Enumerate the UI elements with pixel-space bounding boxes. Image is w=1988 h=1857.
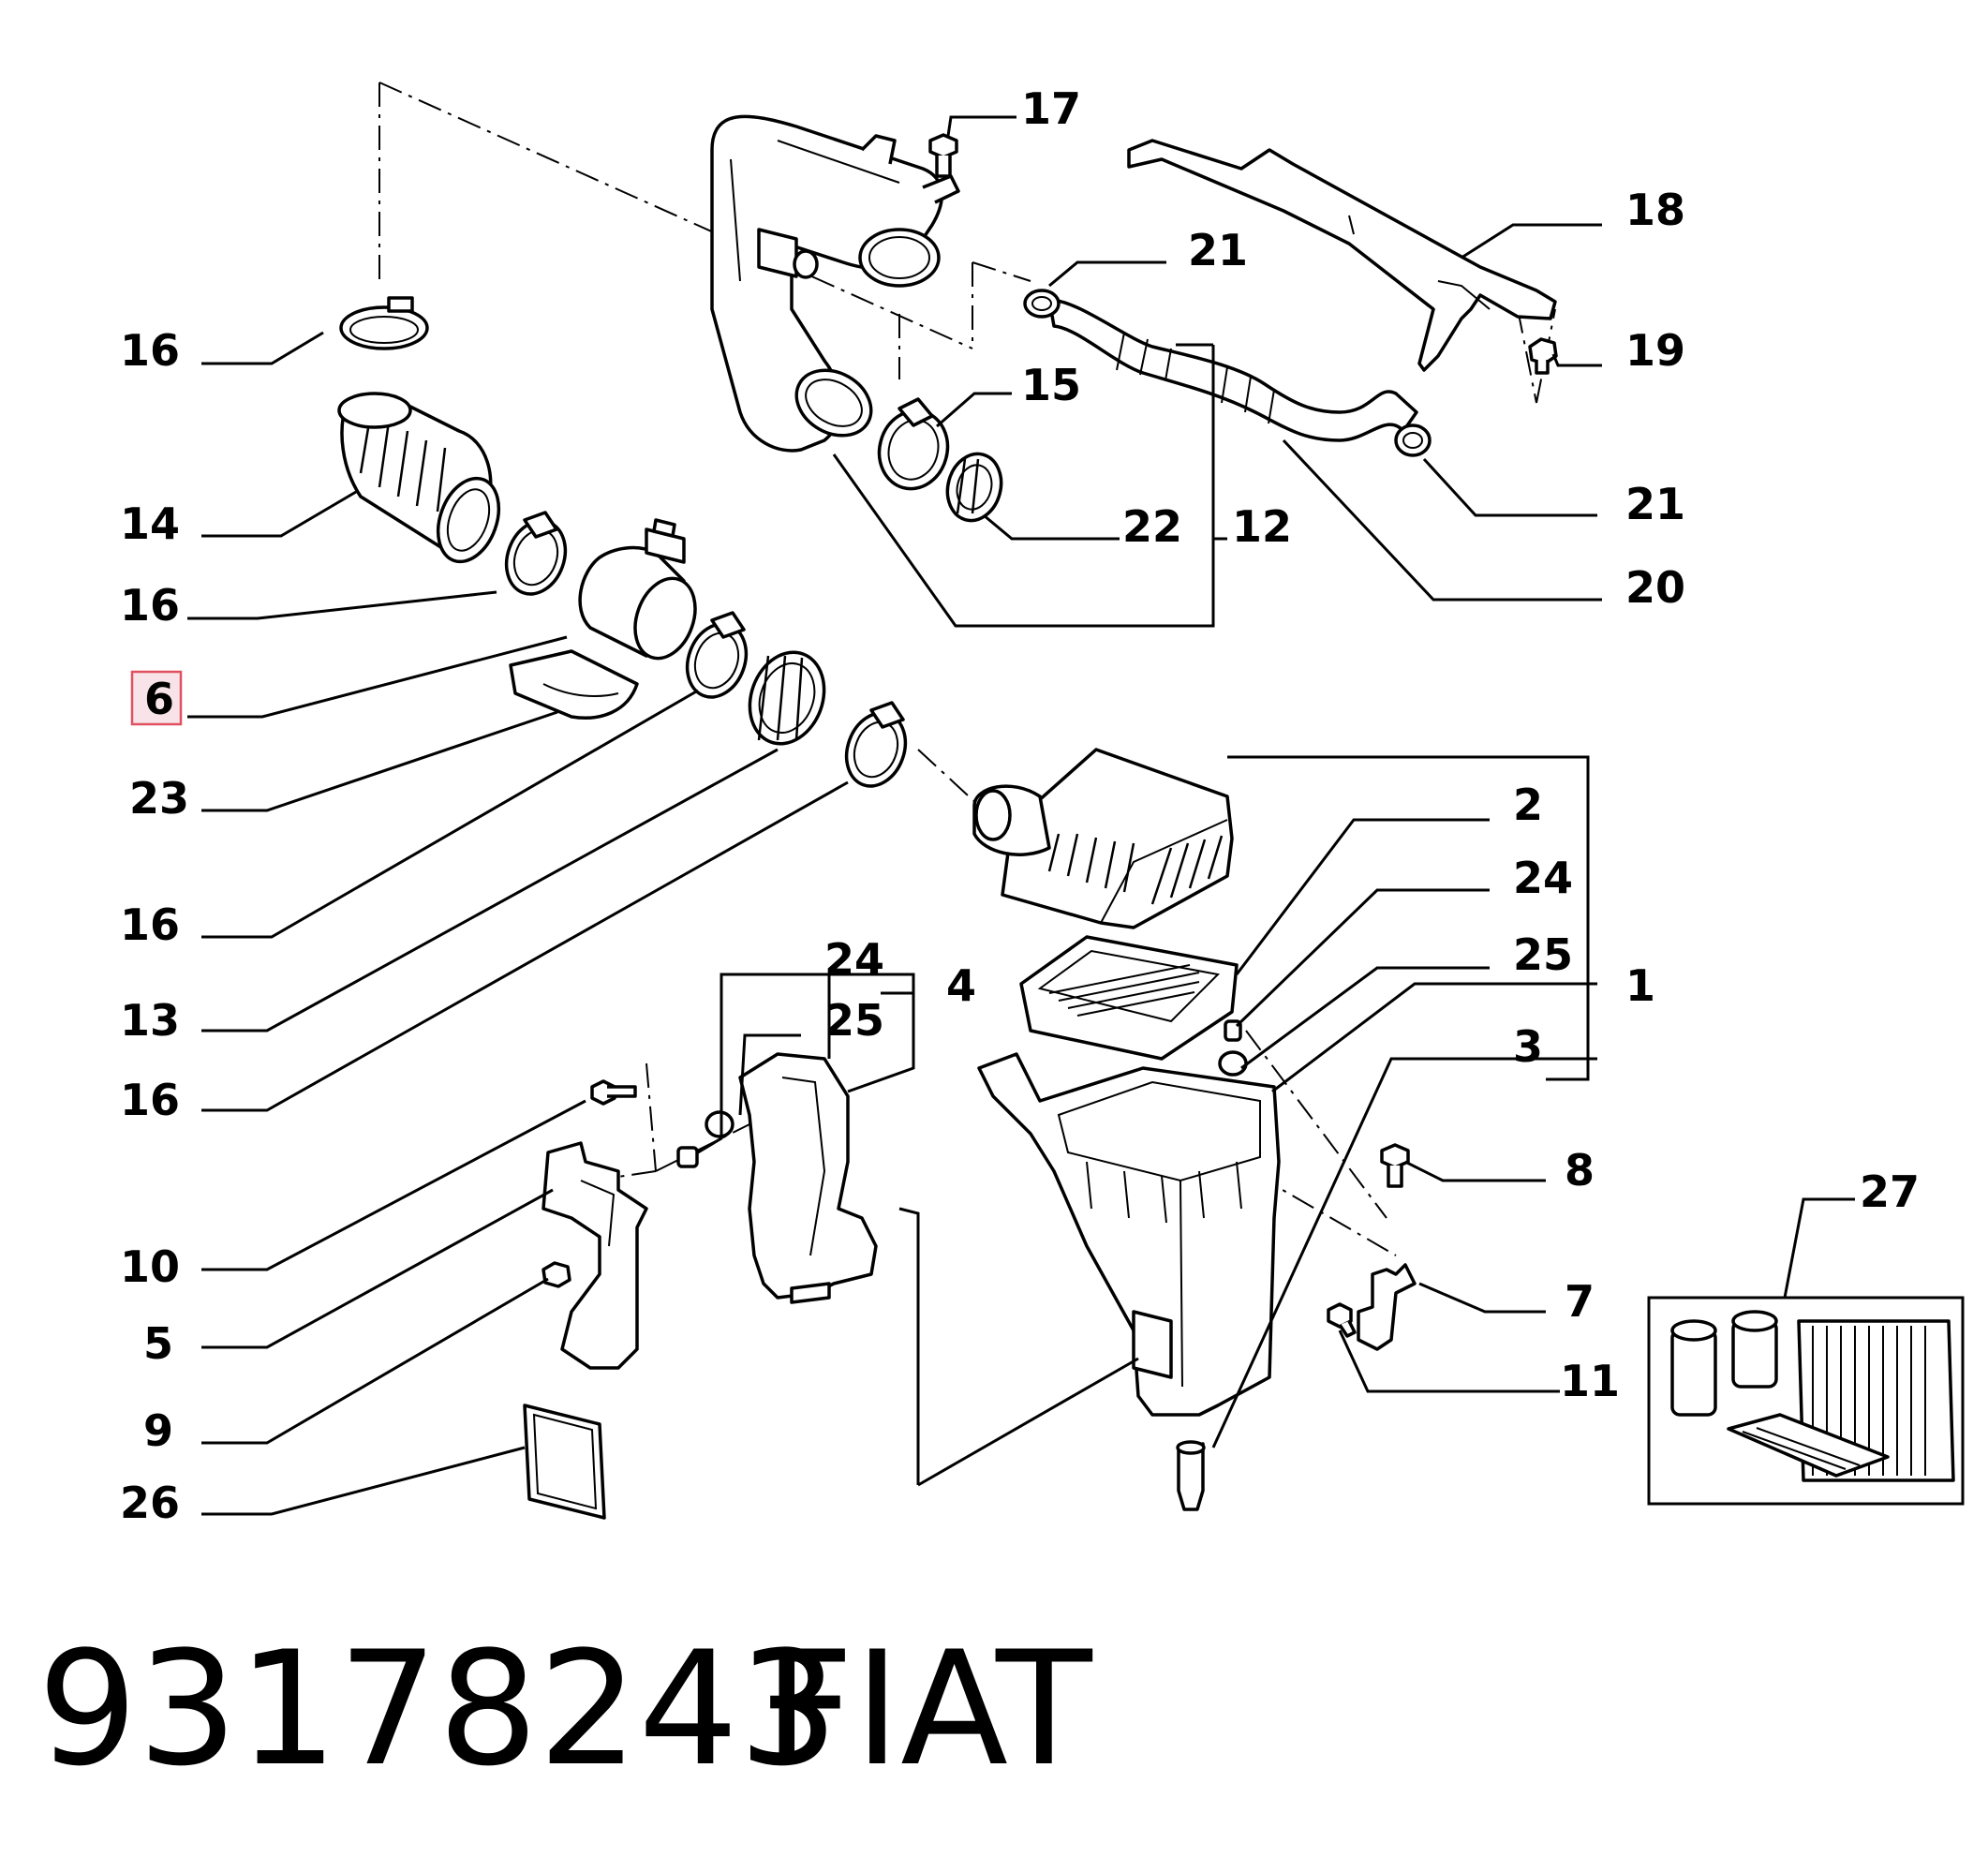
callout-24b: 24 [824,934,884,985]
callout-3: 3 [1513,1021,1543,1072]
pad-26 [523,1404,606,1520]
part-number: 93178243 [37,1617,839,1801]
callout-24a: 24 [1513,853,1573,903]
bolt-10 [590,1079,637,1106]
callout-1: 1 [1625,960,1655,1011]
bolt-17 [928,133,958,178]
bolt-8 [1380,1143,1410,1188]
sleeve-22 [945,452,1003,523]
callout-4: 4 [946,960,976,1011]
intake-duct-12 [710,114,960,453]
service-kit-27 [1647,1296,1965,1506]
callout-labels: 17 18 21 19 16 15 21 14 22 12 20 16 6 23… [120,83,1920,1528]
callout-2: 2 [1513,780,1543,830]
sleeve-13 [748,650,826,746]
air-filter-housing [977,1052,1281,1417]
clamp-21a [1023,289,1061,319]
clamp-16a [339,296,429,350]
callout-14: 14 [120,498,180,549]
callout-11: 11 [1560,1356,1620,1406]
callout-6: 6 [144,674,174,724]
bellows-hose-14 [337,392,501,564]
filter-element-2 [1019,935,1239,1061]
callout-19: 19 [1625,325,1685,376]
clamp-21b [1394,423,1432,457]
callout-21b: 21 [1625,479,1685,529]
cover-23 [509,649,639,720]
highlight-box-6 [130,670,183,726]
callout-23: 23 [129,773,189,824]
callout-7: 7 [1565,1276,1595,1327]
callout-26: 26 [120,1478,180,1528]
callout-8: 8 [1565,1145,1595,1196]
callout-27: 27 [1860,1166,1920,1217]
callout-13: 13 [120,995,180,1046]
grommet-25b [705,1110,734,1138]
callout-22: 22 [1122,501,1182,552]
callout-9: 9 [143,1405,173,1456]
clamp-16d [844,701,908,788]
hose-20 [1047,298,1418,442]
callout-25b: 25 [824,995,884,1046]
callout-15: 15 [1021,360,1081,410]
callout-20: 20 [1625,562,1685,613]
air-mass-meter-6 [578,518,697,661]
grommet-25a [1218,1050,1248,1077]
callout-16c: 16 [120,899,180,950]
callout-16d: 16 [120,1075,180,1125]
callout-25a: 25 [1513,929,1573,980]
bracket-7 [1357,1263,1417,1351]
callout-17: 17 [1021,83,1081,134]
leader-lines [187,115,1855,1516]
clamp-15 [877,397,950,491]
callout-10: 10 [120,1241,180,1292]
drain-valve-3 [1176,1440,1206,1511]
callout-5: 5 [143,1318,173,1369]
grommet-24b [676,1146,699,1168]
clamp-16c [685,611,749,699]
callout-21a: 21 [1188,225,1248,275]
bolt-19 [1528,337,1558,375]
bolt-11 [1327,1302,1357,1338]
bracket-18 [1127,139,1557,372]
clamp-16b [504,511,568,596]
callout-18: 18 [1625,185,1685,235]
resonator-4 [738,1052,878,1304]
callout-12: 12 [1232,501,1292,552]
air-filter-cover [972,748,1234,929]
bracket-5 [542,1141,648,1370]
nut-9 [542,1261,571,1288]
brand-name: FIAT [764,1617,1092,1801]
callout-16a: 16 [120,325,180,376]
callout-16b: 16 [120,580,180,631]
